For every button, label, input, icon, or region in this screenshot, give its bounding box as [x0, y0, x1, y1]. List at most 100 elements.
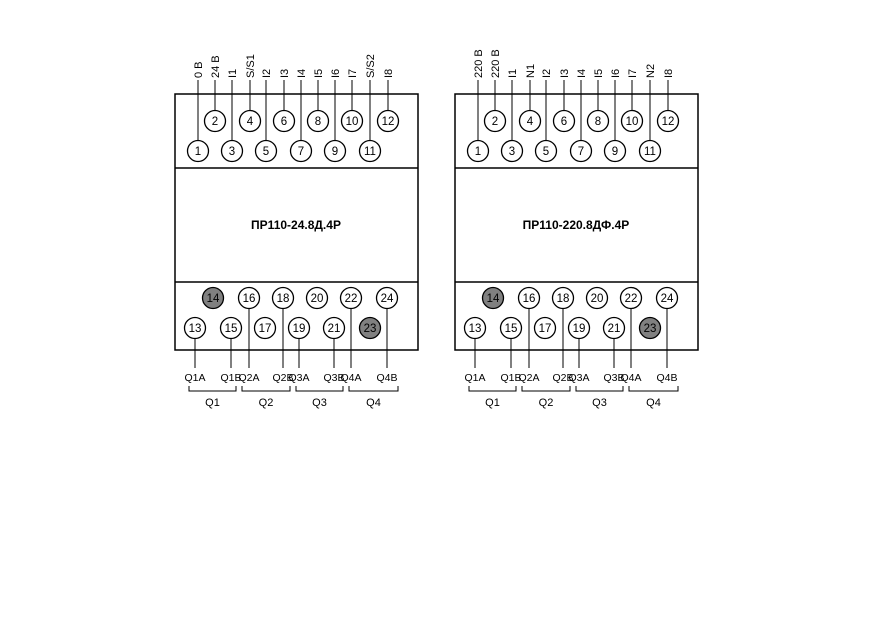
- group-label: Q3: [312, 397, 327, 409]
- terminal-number: 11: [644, 146, 656, 158]
- terminal-number: 4: [527, 116, 534, 128]
- terminal-number: 22: [625, 293, 638, 305]
- terminal-circle: [375, 286, 399, 310]
- terminal-number: 7: [298, 146, 304, 158]
- input-label: I8: [383, 69, 395, 78]
- terminal-number: 21: [608, 323, 621, 335]
- terminal-number: 9: [612, 146, 618, 158]
- terminal-number: 3: [509, 146, 515, 158]
- input-label: I1: [507, 69, 519, 78]
- terminal-circle: [340, 109, 364, 133]
- terminal-circle: [287, 316, 311, 340]
- terminal-circle: [322, 316, 346, 340]
- terminal-number: 17: [539, 323, 552, 335]
- input-label: I1: [227, 69, 239, 78]
- input-label: S/S1: [245, 54, 257, 78]
- terminal-circle: [483, 109, 507, 133]
- output-label: Q4B: [656, 372, 677, 384]
- input-label: I6: [610, 69, 622, 78]
- input-label: I5: [593, 69, 605, 78]
- output-label: Q3A: [288, 372, 309, 384]
- input-label: I2: [541, 69, 553, 78]
- terminal-circle: [533, 316, 557, 340]
- terminal-number: 17: [259, 323, 272, 335]
- terminal-number: 14: [207, 293, 220, 305]
- terminal-circle: [358, 316, 382, 340]
- input-label: I6: [330, 69, 342, 78]
- terminal-number: 23: [364, 323, 377, 335]
- terminal-number: 3: [229, 146, 235, 158]
- group-bracket: [348, 386, 399, 392]
- group-bracket: [241, 386, 291, 392]
- output-label: Q3B: [603, 372, 624, 384]
- output-label: Q4B: [376, 372, 397, 384]
- output-label: Q3A: [568, 372, 589, 384]
- terminal-number: 10: [346, 116, 359, 128]
- terminal-number: 13: [469, 323, 482, 335]
- output-label: Q4A: [340, 372, 361, 384]
- terminal-number: 2: [492, 116, 498, 128]
- input-label: N1: [525, 64, 537, 78]
- input-label: I3: [279, 69, 291, 78]
- input-label: I4: [576, 69, 588, 78]
- terminal-number: 24: [381, 293, 394, 305]
- terminal-number: 18: [557, 293, 570, 305]
- terminal-number: 5: [543, 146, 549, 158]
- output-label: Q2B: [272, 372, 293, 384]
- terminal-circle: [219, 316, 243, 340]
- output-label: Q1B: [500, 372, 521, 384]
- terminal-circle: [358, 139, 382, 163]
- input-label: I4: [296, 69, 308, 78]
- output-label: Q1A: [184, 372, 205, 384]
- terminal-circle: [586, 109, 610, 133]
- input-label: 0 В: [193, 61, 205, 78]
- terminal-number: 12: [662, 116, 675, 128]
- terminal-number: 15: [225, 323, 238, 335]
- terminal-circle: [376, 109, 400, 133]
- output-label: Q4A: [620, 372, 641, 384]
- group-label: Q3: [592, 397, 607, 409]
- terminal-circle: [220, 139, 244, 163]
- output-label: Q1A: [464, 372, 485, 384]
- terminal-number: 4: [247, 116, 254, 128]
- terminal-circle: [602, 316, 626, 340]
- terminal-number: 16: [243, 293, 256, 305]
- terminal-circle: [271, 286, 295, 310]
- terminal-circle: [499, 316, 523, 340]
- terminal-circle: [306, 109, 330, 133]
- output-label: Q2A: [238, 372, 259, 384]
- terminal-circle: [619, 286, 643, 310]
- input-label: I7: [627, 69, 639, 78]
- device-model-label: ПР110-220.8ДФ.4Р: [523, 218, 630, 232]
- terminal-circle: [237, 286, 261, 310]
- terminal-circle: [638, 139, 662, 163]
- terminal-number: 14: [487, 293, 500, 305]
- group-label: Q1: [205, 397, 220, 409]
- terminal-number: 12: [382, 116, 395, 128]
- terminal-circle: [518, 109, 542, 133]
- terminal-number: 15: [505, 323, 518, 335]
- terminal-number: 8: [315, 116, 321, 128]
- terminal-number: 21: [328, 323, 341, 335]
- group-bracket: [188, 386, 237, 392]
- output-label: Q3B: [323, 372, 344, 384]
- input-label: N2: [645, 64, 657, 78]
- terminal-circle: [238, 109, 262, 133]
- group-bracket: [628, 386, 679, 392]
- terminal-circle: [481, 286, 505, 310]
- terminal-circle: [534, 139, 558, 163]
- terminal-circle: [552, 109, 576, 133]
- group-label: Q2: [539, 397, 554, 409]
- output-label: Q2A: [518, 372, 539, 384]
- terminal-circle: [500, 139, 524, 163]
- terminal-number: 10: [626, 116, 639, 128]
- input-label: 220 В: [473, 49, 485, 78]
- output-label: Q1B: [220, 372, 241, 384]
- terminal-circle: [569, 139, 593, 163]
- terminal-circle: [339, 286, 363, 310]
- terminal-circle: [183, 316, 207, 340]
- input-label: I8: [663, 69, 675, 78]
